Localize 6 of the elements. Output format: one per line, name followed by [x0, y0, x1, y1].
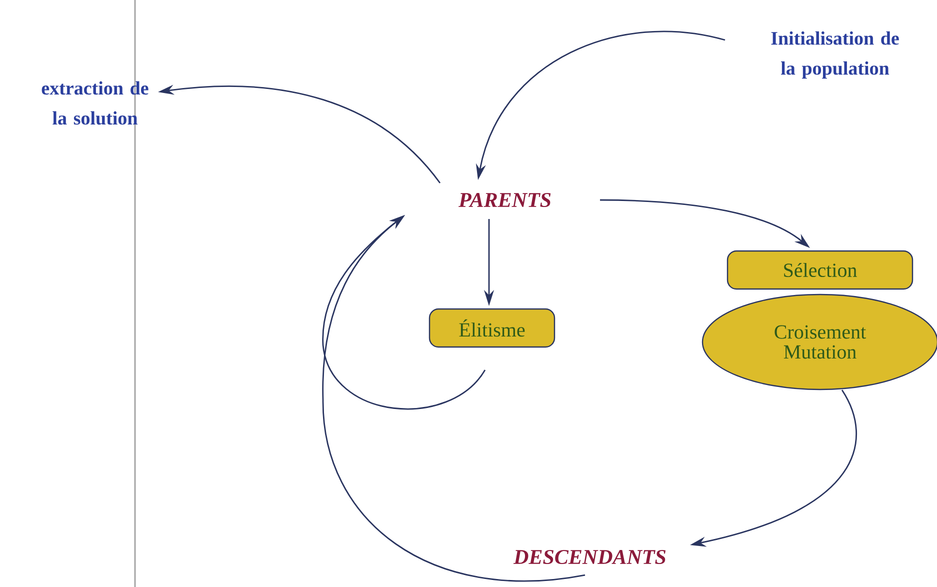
text-label: Initialisation de la population	[771, 31, 899, 79]
text-label: PARENTS	[458, 192, 551, 208]
text-label: DESCENDANTS	[513, 550, 666, 564]
text-label: extraction de la solution	[42, 81, 148, 125]
process-box: Élitisme	[428, 308, 556, 348]
process-box: Sélection	[726, 250, 914, 290]
